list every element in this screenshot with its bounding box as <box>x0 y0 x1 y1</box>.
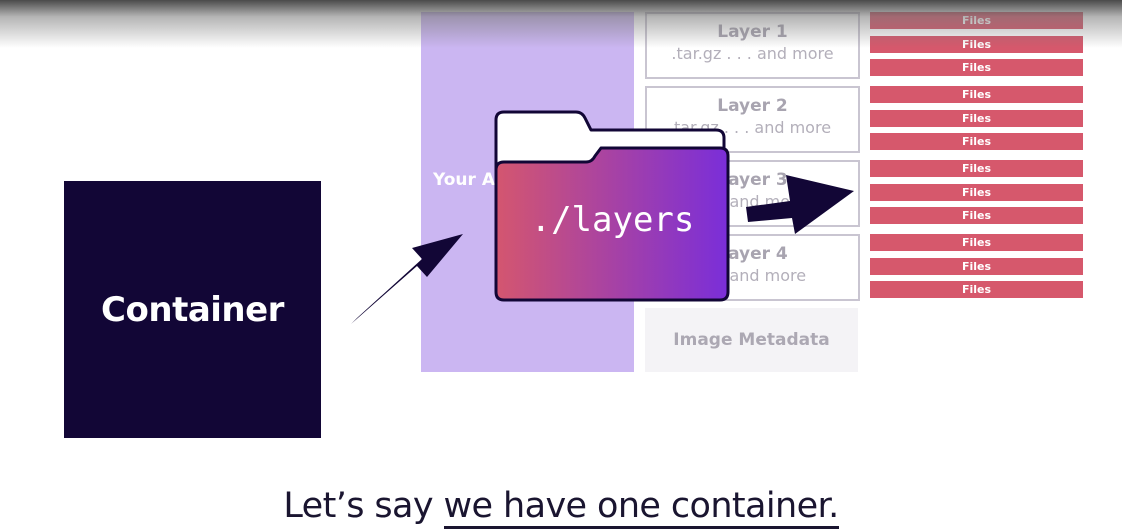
arrow-to-files-icon <box>746 175 854 234</box>
image-metadata-box: Image Metadata <box>645 308 858 372</box>
container-label: Container <box>101 289 284 330</box>
image-metadata-label: Image Metadata <box>673 330 830 350</box>
file-bar: Files <box>870 36 1083 53</box>
caption: Let’s say we have one container. <box>0 486 1122 529</box>
folder-label: ./layers <box>530 200 695 240</box>
file-bar: Files <box>870 184 1083 201</box>
layer-title: Layer 4 <box>717 244 788 264</box>
file-bar: Files <box>870 133 1083 150</box>
layer-title: Layer 1 <box>717 22 788 42</box>
file-bar: Files <box>870 59 1083 76</box>
layer-title: Layer 2 <box>717 96 788 116</box>
file-bar: Files <box>870 86 1083 103</box>
folder-icon: ./layers <box>490 108 735 303</box>
caption-text: Let’s say <box>283 486 444 526</box>
layer-subtitle: .tar.gz . . . and more <box>671 44 834 63</box>
folder-graphic <box>494 110 730 302</box>
arrow-into-app-icon <box>351 234 463 324</box>
file-bar: Files <box>870 234 1083 251</box>
layer-box-1: Layer 1 .tar.gz . . . and more <box>645 12 860 79</box>
layer-title: Layer 3 <box>717 170 788 190</box>
file-bar: Files <box>870 281 1083 298</box>
file-bar: Files <box>870 110 1083 127</box>
caption-underlined-text: we have one container. <box>443 486 839 529</box>
file-bar: Files <box>870 12 1083 29</box>
app-column-label: Your A <box>433 170 495 190</box>
container-box: Container <box>64 181 321 438</box>
file-bar: Files <box>870 207 1083 224</box>
file-bar: Files <box>870 258 1083 275</box>
file-bar: Files <box>870 160 1083 177</box>
